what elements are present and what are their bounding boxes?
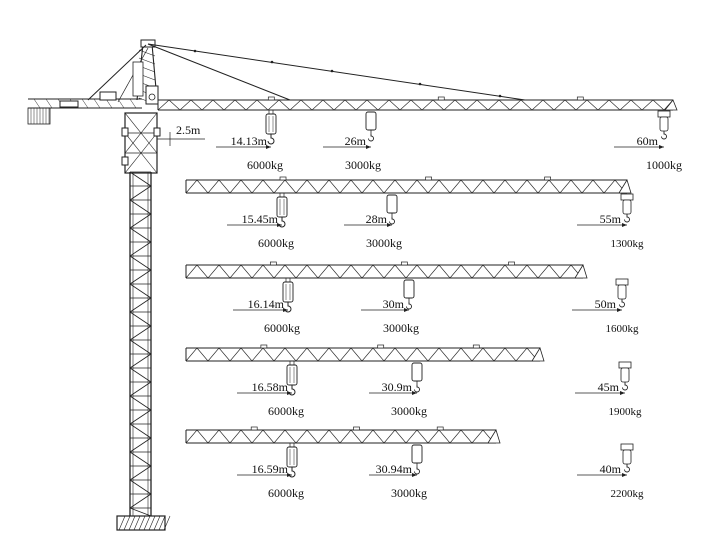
jib-pendant-inner xyxy=(147,43,291,101)
jib-length-label: 50m xyxy=(595,297,617,311)
hook-icon xyxy=(414,467,420,475)
load-label-mid: 3000kg xyxy=(391,486,427,500)
jib-length-label: 55m xyxy=(600,212,622,226)
load-label-max: 6000kg xyxy=(268,486,304,500)
trolley xyxy=(618,361,632,369)
radius-label-max-load: 16.59m xyxy=(252,462,289,476)
load-label-tip: 1300kg xyxy=(611,238,645,250)
load-label-max: 6000kg xyxy=(264,321,300,335)
load-label-max: 6000kg xyxy=(247,158,283,172)
load-label-max: 6000kg xyxy=(258,236,294,250)
jib-length-label: 60m xyxy=(637,134,659,148)
hook-icon xyxy=(267,134,275,145)
radius-label-max-load: 16.58m xyxy=(252,380,289,394)
jib-config-2 xyxy=(185,176,634,228)
jib-config-4 xyxy=(185,344,632,396)
hook-icon xyxy=(368,134,374,142)
jib-pendant-outer xyxy=(147,43,526,101)
tower-mast xyxy=(116,171,171,531)
hook-block-tip-load xyxy=(618,361,632,391)
load-label-max: 6000kg xyxy=(268,404,304,418)
hook-block-mid-load xyxy=(386,194,398,225)
counter-jib-tie xyxy=(87,44,147,101)
jib-length-label: 45m xyxy=(598,380,620,394)
jib-config-1 xyxy=(157,96,678,145)
jib-config-3 xyxy=(185,261,629,313)
hook-icon xyxy=(406,302,412,310)
hook-icon xyxy=(619,299,625,308)
radius-label-mid-load: 30m xyxy=(383,297,405,311)
radius-label-mid-load: 30.94m xyxy=(376,462,413,476)
load-label-mid: 3000kg xyxy=(391,404,427,418)
radius-label-max-load: 16.14m xyxy=(248,297,285,311)
radius-label-max-load: 15.45m xyxy=(242,212,279,226)
load-label-mid: 3000kg xyxy=(345,158,381,172)
hook-icon xyxy=(624,464,630,473)
load-label-mid: 3000kg xyxy=(366,236,402,250)
trolley xyxy=(657,110,671,118)
radius-label-mid-load: 26m xyxy=(345,134,367,148)
radius-label-mid-load: 30.9m xyxy=(382,380,413,394)
hook-icon xyxy=(389,217,395,225)
hook-block-max-load xyxy=(286,361,298,396)
jib-tip xyxy=(618,179,632,194)
load-label-tip: 1900kg xyxy=(609,406,643,418)
climbing-frame xyxy=(124,112,158,174)
hook-block-max-load xyxy=(276,193,288,228)
jib-tip xyxy=(531,347,545,362)
trolley xyxy=(620,193,634,201)
hook-icon xyxy=(661,131,667,140)
load-label-tip: 1000kg xyxy=(646,158,682,172)
hook-block-mid-load xyxy=(365,111,377,142)
hook-icon xyxy=(414,385,420,393)
counterweight xyxy=(99,91,117,101)
jib-config-5 xyxy=(185,426,634,478)
trolley xyxy=(615,278,629,286)
hook-block-tip-load xyxy=(657,110,671,140)
trolley xyxy=(620,443,634,451)
ballast-stack xyxy=(132,61,144,97)
hook-icon xyxy=(624,214,630,223)
jib-configurations xyxy=(157,96,678,478)
counter-jib xyxy=(27,61,144,125)
jib-length-label: 40m xyxy=(600,462,622,476)
jib-tip xyxy=(574,264,588,279)
load-labels: 14.13m 6000kg 26m 3000kg 60m 1000kg 15.45m 6000… xyxy=(216,134,682,500)
crane-top-assembly xyxy=(27,39,526,174)
hook-icon xyxy=(622,382,628,391)
operator-cab xyxy=(145,85,159,105)
radius-label-max-load: 14.13m xyxy=(231,134,268,148)
hook-block-tip-load xyxy=(620,193,634,223)
load-label-mid: 3000kg xyxy=(383,321,419,335)
hook-block-max-load xyxy=(282,278,294,313)
hook-block-mid-load xyxy=(411,444,423,475)
hook-block-tip-load xyxy=(615,278,629,308)
hook-block-mid-load xyxy=(403,279,415,310)
radius-label-mid-load: 28m xyxy=(366,212,388,226)
jib-tip xyxy=(487,429,501,444)
load-label-tip: 2200kg xyxy=(611,488,645,500)
tower-base xyxy=(116,515,171,531)
jib-tip xyxy=(664,99,678,111)
load-label-tip: 1600kg xyxy=(606,323,640,335)
clearance-label: 2.5m xyxy=(176,123,201,137)
hook-block-max-load xyxy=(286,443,298,478)
hook-block-max-load xyxy=(265,110,277,145)
hook-block-tip-load xyxy=(620,443,634,473)
hook-block-mid-load xyxy=(411,362,423,393)
